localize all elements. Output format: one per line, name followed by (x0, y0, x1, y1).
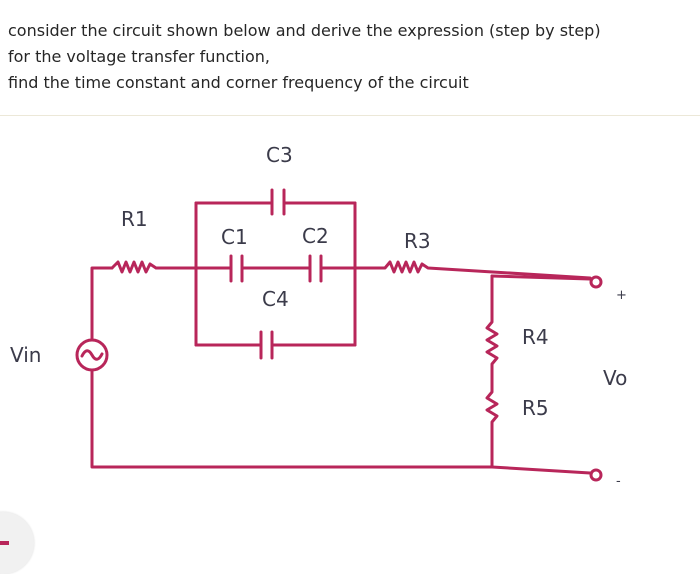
label-r4: R4 (522, 325, 549, 349)
label-c3: C3 (266, 143, 293, 167)
question-line-2: for the voltage transfer function, (8, 47, 271, 66)
r4-r5-shunt-wire (485, 274, 499, 469)
output-bottom-wire (490, 465, 592, 475)
r1-resistor (110, 260, 198, 274)
section-divider (0, 115, 700, 116)
source-top-wire (90, 266, 114, 342)
label-c1: C1 (221, 225, 248, 249)
question-text: consider the circuit shown below and der… (8, 18, 688, 96)
label-r1: R1 (121, 207, 148, 231)
output-terminal-plus (589, 275, 603, 289)
label-vo: Vo (603, 366, 627, 390)
r3-resistor (353, 260, 592, 280)
label-r3: R3 (404, 229, 431, 253)
label-vin: Vin (10, 343, 41, 367)
label-r5: R5 (522, 396, 549, 420)
label-c2: C2 (302, 224, 329, 248)
label-terminal-plus: + (616, 288, 627, 303)
label-c4: C4 (262, 287, 289, 311)
label-terminal-minus: - (616, 474, 621, 489)
output-top-wire (490, 274, 592, 281)
output-terminal-minus (589, 468, 603, 482)
question-line-3: find the time constant and corner freque… (8, 73, 469, 92)
question-line-1: consider the circuit shown below and der… (8, 21, 601, 40)
corner-mark (0, 541, 9, 545)
source-bottom-wire (90, 368, 494, 469)
ac-voltage-source (75, 338, 109, 372)
